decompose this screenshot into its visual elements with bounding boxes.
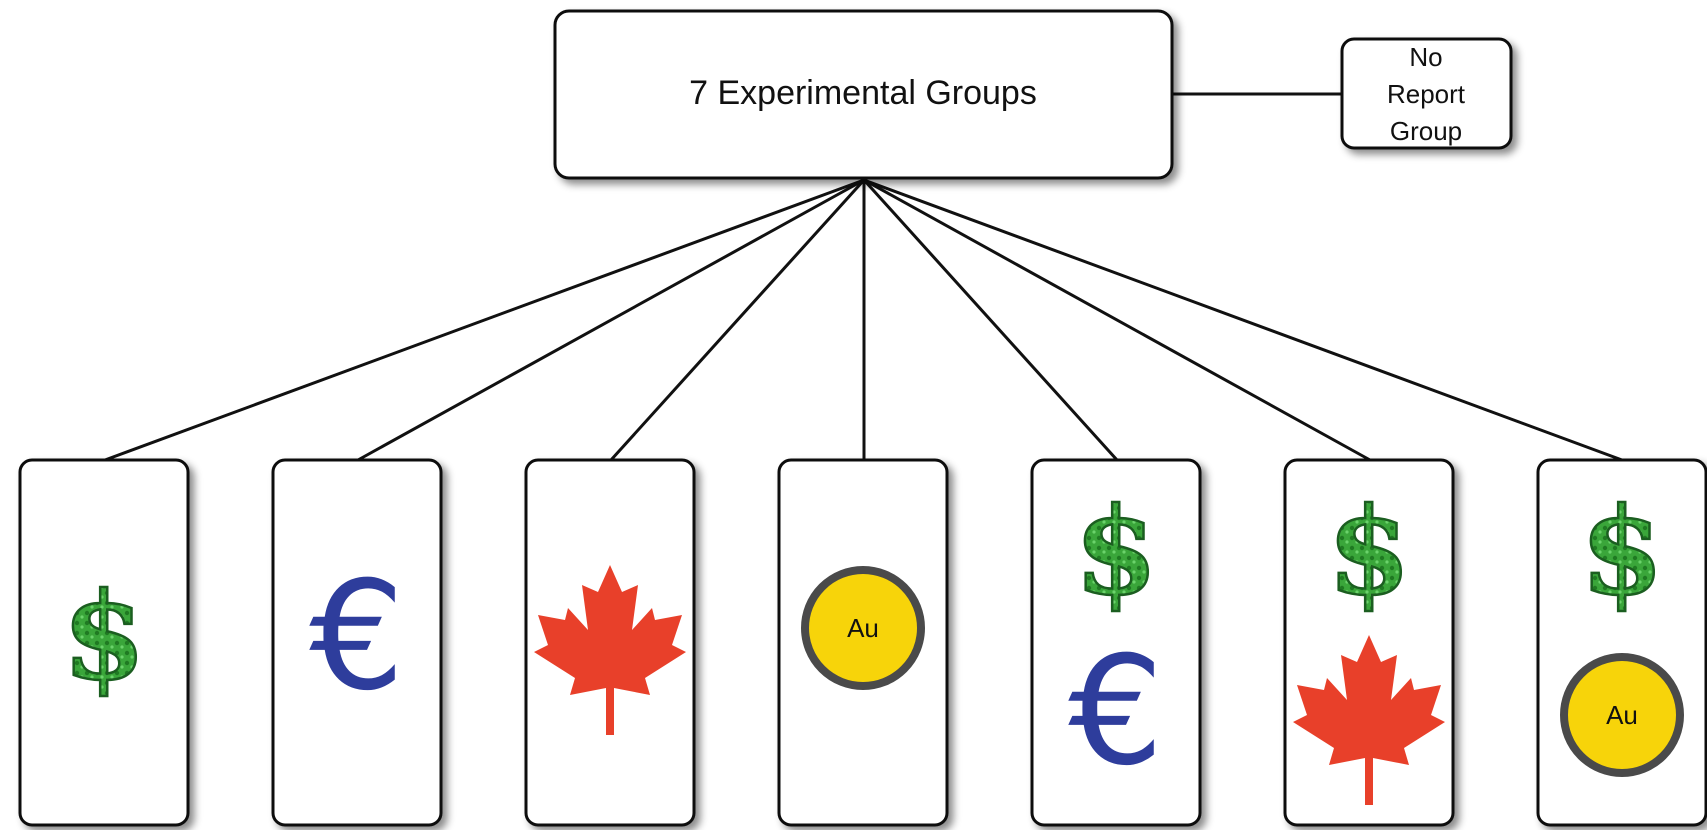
connector-line-group-6 [863,178,1371,462]
group-box-6 [1283,458,1455,827]
group-box-7: Au [1536,458,1707,827]
group-box-3 [524,458,696,827]
connector-line-group-7 [863,178,1623,462]
gold-coin-icon: Au [1560,653,1684,777]
group-box-1 [18,458,190,827]
gold-coin-label: Au [847,613,879,643]
no-report-line-2: Report [1387,79,1466,109]
dollar-icon [1579,479,1665,624]
root-label: 7 Experimental Groups [689,74,1037,112]
dollar-icon [61,564,147,709]
no-report-line-1: No [1409,42,1442,72]
euro-icon [309,550,405,724]
no-report-line-3: Group [1390,116,1462,146]
group-box-4: Au [777,458,949,827]
no-report-group-node: No Report Group [1340,37,1513,150]
gold-coin-icon: Au [801,566,925,690]
connector-line-group-5 [862,178,1119,462]
connector-line-group-1 [104,178,865,462]
connector-lines [104,178,1623,462]
group-box-2 [271,458,443,827]
gold-coin-label: Au [1606,700,1638,730]
root-node: 7 Experimental Groups [553,9,1174,180]
dollar-icon [1073,479,1159,624]
connector-line-group-3 [609,178,866,462]
group-box-5 [1030,458,1202,827]
euro-icon [1068,625,1164,799]
connector-line-group-2 [357,178,865,462]
dollar-icon [1326,479,1412,624]
